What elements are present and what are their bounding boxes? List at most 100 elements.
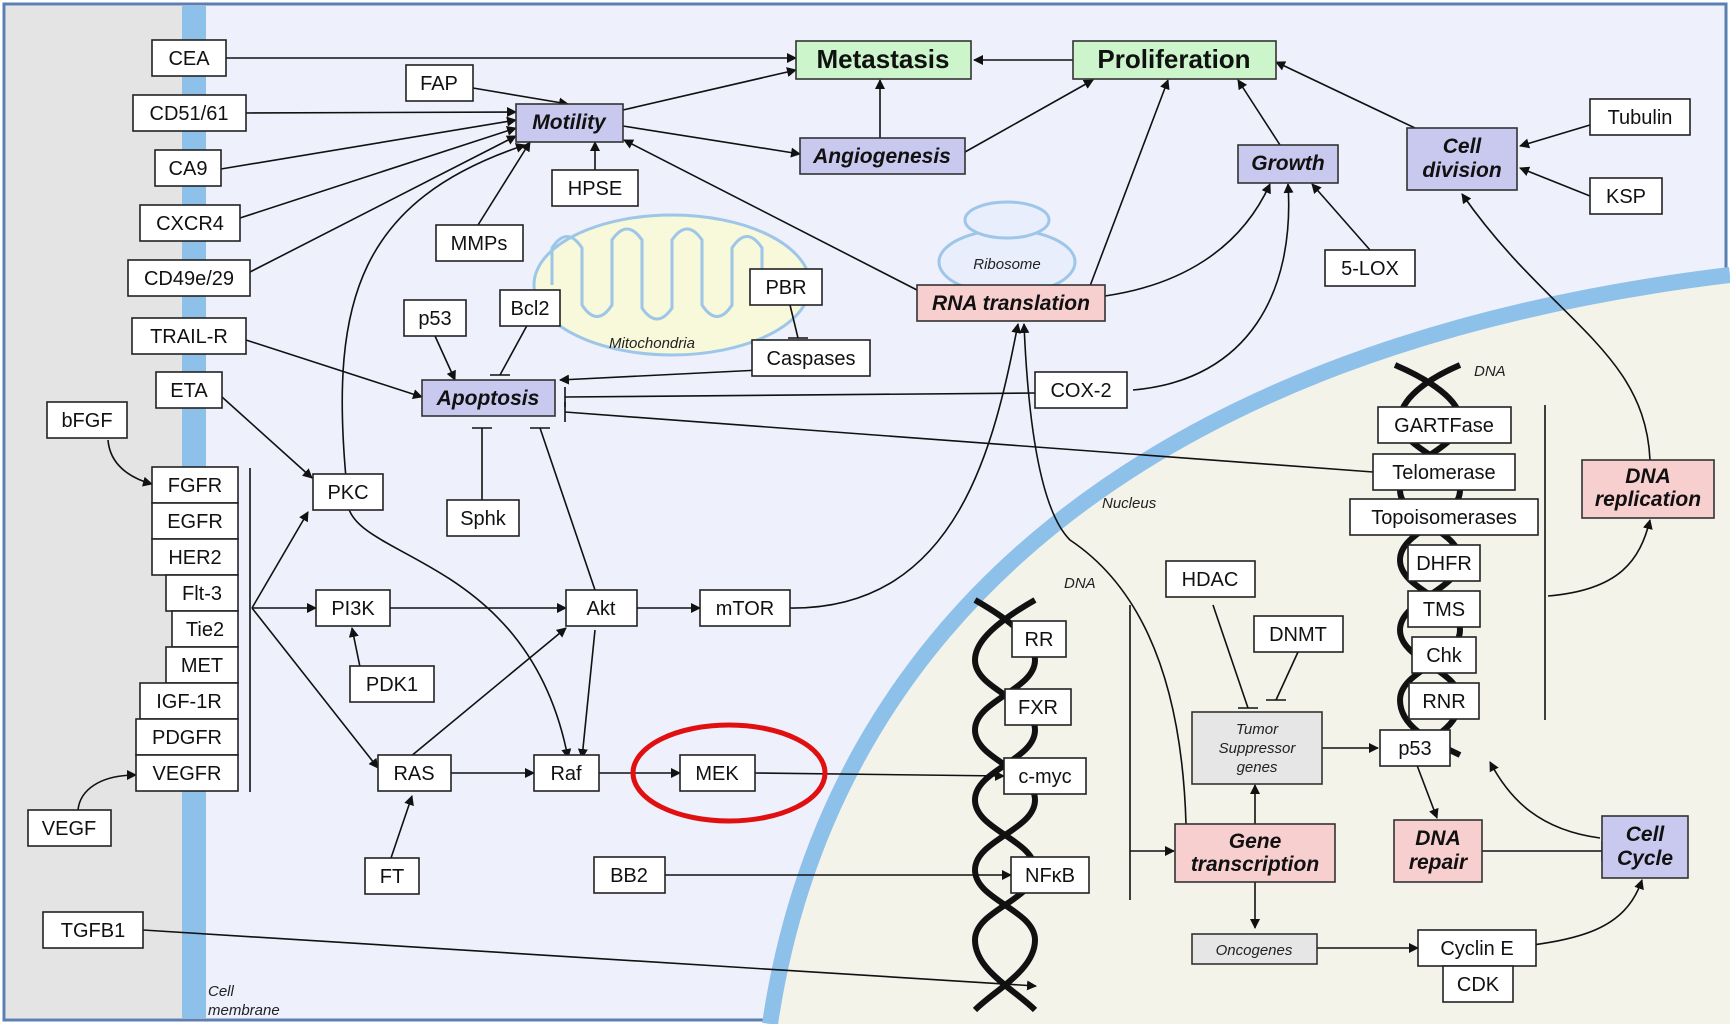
- proliferation-label: Proliferation: [1097, 44, 1250, 74]
- apoptosis-box[interactable]: Apoptosis: [421, 379, 556, 417]
- node-chk[interactable]: Chk: [1411, 636, 1477, 674]
- node-p53-apoptosis[interactable]: p53: [403, 299, 467, 337]
- angiogenesis-box[interactable]: Angiogenesis: [799, 137, 966, 175]
- node-pbr-label: PBR: [765, 277, 806, 299]
- node-ksp[interactable]: KSP: [1589, 177, 1663, 215]
- node-5lox[interactable]: 5-LOX: [1324, 249, 1416, 287]
- node-sphk-label: Sphk: [460, 508, 507, 530]
- node-hdac-label: HDAC: [1182, 569, 1239, 591]
- dna-replication-label-1: DNA: [1625, 465, 1671, 488]
- edge-hdac-tumorsupp: [1212, 604, 1249, 709]
- node-hpse[interactable]: HPSE: [551, 169, 639, 207]
- node-flt3[interactable]: Flt-3: [165, 574, 239, 612]
- node-vegf[interactable]: VEGF: [27, 809, 112, 847]
- dna-helix-1: [971, 597, 1039, 1013]
- node-cox2[interactable]: COX-2: [1034, 371, 1128, 409]
- dna-replication-box[interactable]: DNA replication: [1581, 459, 1715, 519]
- node-cmyc[interactable]: c-myc: [1003, 757, 1087, 795]
- node-dhfr[interactable]: DHFR: [1407, 544, 1481, 582]
- node-ft[interactable]: FT: [364, 857, 420, 895]
- node-ca9-label: CA9: [169, 158, 208, 180]
- mitochondria-label: Mitochondria: [609, 335, 695, 352]
- node-tgfb1[interactable]: TGFB1: [42, 911, 144, 949]
- node-pi3k[interactable]: PI3K: [315, 589, 391, 627]
- node-telomerase[interactable]: Telomerase: [1372, 453, 1516, 491]
- node-met[interactable]: MET: [165, 646, 239, 684]
- edge-cd5161-motility: [245, 107, 517, 118]
- node-akt[interactable]: Akt: [565, 589, 638, 627]
- node-bfgf[interactable]: bFGF: [46, 401, 128, 439]
- oncogenes-box[interactable]: Oncogenes: [1191, 933, 1318, 965]
- dna-repair-box[interactable]: DNA repair: [1393, 819, 1483, 883]
- node-trailr[interactable]: TRAIL-R: [131, 317, 247, 355]
- node-pi3k-label: PI3K: [331, 598, 375, 620]
- node-bb2[interactable]: BB2: [593, 856, 666, 894]
- node-fap[interactable]: FAP: [405, 64, 474, 102]
- gene-transcription-label-1: Gene: [1229, 830, 1282, 853]
- edge-genetrans-rnatrans: [1019, 323, 1187, 825]
- node-bcl2[interactable]: Bcl2: [499, 289, 561, 327]
- node-tubulin[interactable]: Tubulin: [1589, 98, 1691, 136]
- node-pkc[interactable]: PKC: [312, 473, 384, 511]
- motility-box[interactable]: Motility: [515, 103, 624, 143]
- node-cd49e29[interactable]: CD49e/29: [127, 259, 251, 297]
- node-sphk[interactable]: Sphk: [446, 499, 520, 537]
- node-topoisomerases[interactable]: Topoisomerases: [1349, 498, 1539, 536]
- node-her2[interactable]: HER2: [151, 538, 239, 576]
- node-mtor-label: mTOR: [716, 598, 775, 620]
- node-ras[interactable]: RAS: [377, 754, 452, 792]
- cell-cycle-box[interactable]: Cell Cycle: [1601, 815, 1689, 879]
- dna-label-1: DNA: [1064, 575, 1096, 592]
- node-cd5161[interactable]: CD51/61: [132, 94, 247, 132]
- node-her2-label: HER2: [168, 547, 221, 569]
- edge-cox2-apoptosis: [564, 392, 1036, 398]
- node-hdac[interactable]: HDAC: [1165, 560, 1256, 598]
- node-ca9[interactable]: CA9: [154, 149, 222, 187]
- rna-translation-box[interactable]: RNA translation: [916, 284, 1106, 322]
- node-egfr[interactable]: EGFR: [151, 502, 239, 540]
- node-cdk[interactable]: CDK: [1442, 965, 1514, 1003]
- node-nfkb[interactable]: NFκB: [1010, 856, 1090, 894]
- node-dnmt[interactable]: DNMT: [1253, 615, 1344, 653]
- proliferation-box[interactable]: Proliferation: [1072, 40, 1277, 80]
- edge-pbr-caspases: [789, 304, 799, 339]
- node-dnmt-label: DNMT: [1269, 624, 1327, 646]
- node-cea[interactable]: CEA: [151, 39, 227, 77]
- node-p53-nucleus[interactable]: p53: [1379, 729, 1451, 767]
- node-tie2[interactable]: Tie2: [171, 610, 239, 648]
- growth-box[interactable]: Growth: [1237, 144, 1339, 184]
- node-fgfr[interactable]: FGFR: [151, 466, 239, 504]
- node-caspases-label: Caspases: [767, 348, 856, 370]
- node-mtor[interactable]: mTOR: [699, 589, 791, 627]
- node-pdk1[interactable]: PDK1: [349, 665, 435, 703]
- node-pkc-label: PKC: [327, 482, 368, 504]
- gene-transcription-box[interactable]: Gene transcription: [1174, 823, 1336, 883]
- node-rnr[interactable]: RNR: [1408, 682, 1480, 720]
- metastasis-box[interactable]: Metastasis: [795, 40, 972, 80]
- node-caspases[interactable]: Caspases: [751, 339, 871, 377]
- node-gartfase[interactable]: GARTFase: [1377, 406, 1512, 444]
- node-fxr[interactable]: FXR: [1004, 688, 1072, 726]
- node-mek[interactable]: MEK: [679, 754, 756, 792]
- node-eta[interactable]: ETA: [155, 371, 223, 409]
- node-pdgfr[interactable]: PDGFR: [135, 718, 239, 756]
- node-mmps[interactable]: MMPs: [435, 224, 524, 262]
- node-vegfr[interactable]: VEGFR: [135, 754, 239, 792]
- node-cycline[interactable]: Cyclin E: [1417, 929, 1537, 967]
- node-tms[interactable]: TMS: [1407, 590, 1481, 628]
- node-raf[interactable]: Raf: [533, 754, 600, 792]
- cell-division-box[interactable]: Cell division: [1406, 127, 1518, 191]
- node-cxcr4[interactable]: CXCR4: [139, 204, 241, 242]
- rna-translation-label: RNA translation: [932, 292, 1090, 315]
- node-igf1r[interactable]: IGF-1R: [139, 682, 239, 720]
- node-5lox-label: 5-LOX: [1341, 258, 1399, 280]
- apoptosis-label: Apoptosis: [436, 387, 540, 410]
- edge-ft-ras: [390, 795, 414, 859]
- tumor-suppressor-box[interactable]: Tumor Suppressor genes: [1191, 711, 1323, 785]
- dna-replication-label-2: replication: [1595, 488, 1701, 511]
- node-cdk-label: CDK: [1457, 974, 1500, 996]
- node-cmyc-label: c-myc: [1018, 766, 1071, 788]
- node-rr[interactable]: RR: [1011, 620, 1067, 658]
- node-pbr[interactable]: PBR: [749, 268, 823, 306]
- node-tgfb1-label: TGFB1: [61, 920, 125, 942]
